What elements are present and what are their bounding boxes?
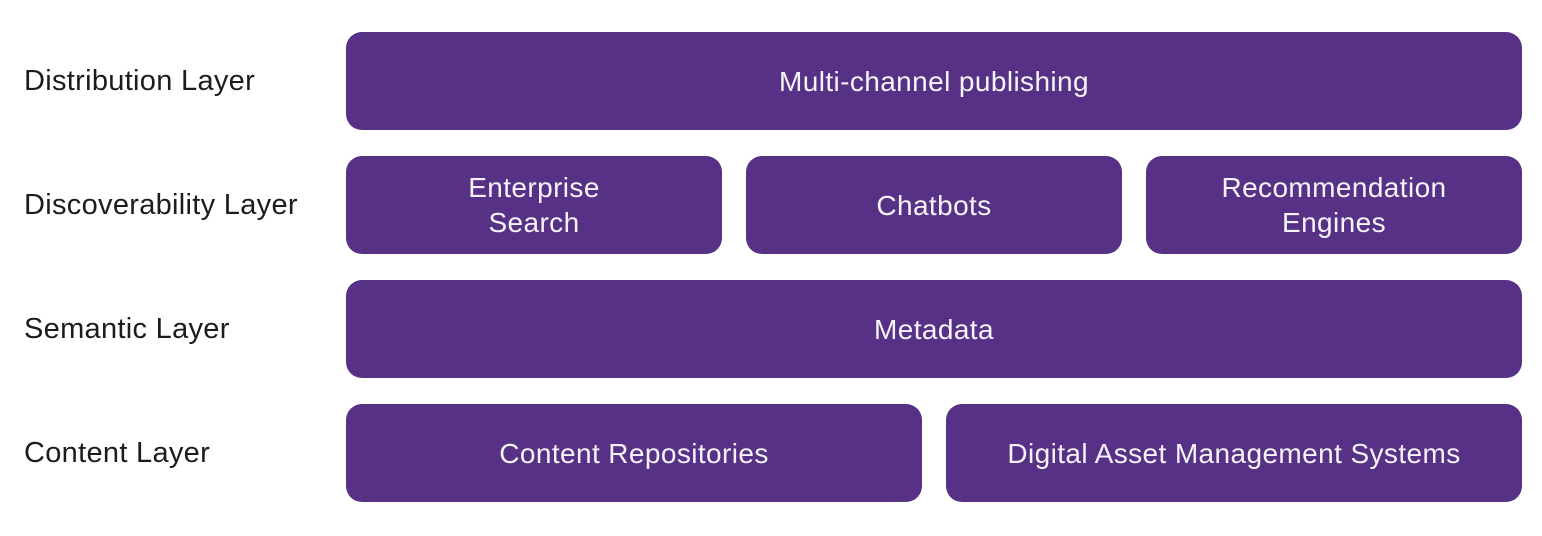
layer-label-discoverability: Discoverability Layer bbox=[24, 188, 298, 221]
box-enterprise-search: Enterprise Search bbox=[346, 156, 722, 254]
box-text: Enterprise Search bbox=[468, 172, 600, 238]
box-multi-channel-publishing: Multi-channel publishing bbox=[346, 32, 1522, 130]
box-text: Chatbots bbox=[876, 189, 992, 221]
layer-label-semantic: Semantic Layer bbox=[24, 312, 230, 345]
layer-label-distribution: Distribution Layer bbox=[24, 64, 256, 97]
layer-boxes-discoverability: Enterprise Search Chatbots Recommendatio… bbox=[346, 156, 1522, 254]
diagram-row-semantic: Semantic Layer Metadata bbox=[24, 280, 1522, 378]
diagram-row-distribution: Distribution Layer Multi-channel publish… bbox=[24, 32, 1522, 130]
layer-label-content: Content Layer bbox=[24, 436, 211, 469]
diagram-row-discoverability: Discoverability Layer Enterprise Search … bbox=[24, 156, 1522, 254]
box-metadata: Metadata bbox=[346, 280, 1522, 378]
box-recommendation-engines: Recommendation Engines bbox=[1146, 156, 1522, 254]
layer-boxes-distribution: Multi-channel publishing bbox=[346, 32, 1522, 130]
box-chatbots: Chatbots bbox=[746, 156, 1122, 254]
layer-boxes-content: Content Repositories Digital Asset Manag… bbox=[346, 404, 1522, 502]
diagram-row-content: Content Layer Content Repositories Digit… bbox=[24, 404, 1522, 502]
box-text: Multi-channel publishing bbox=[779, 65, 1089, 97]
box-text: Content Repositories bbox=[499, 437, 769, 469]
box-digital-asset-management-systems: Digital Asset Management Systems bbox=[946, 404, 1522, 502]
box-text: Metadata bbox=[874, 313, 994, 345]
layer-boxes-semantic: Metadata bbox=[346, 280, 1522, 378]
box-text: Recommendation Engines bbox=[1221, 172, 1447, 238]
box-text: Digital Asset Management Systems bbox=[1007, 437, 1461, 469]
box-content-repositories: Content Repositories bbox=[346, 404, 922, 502]
